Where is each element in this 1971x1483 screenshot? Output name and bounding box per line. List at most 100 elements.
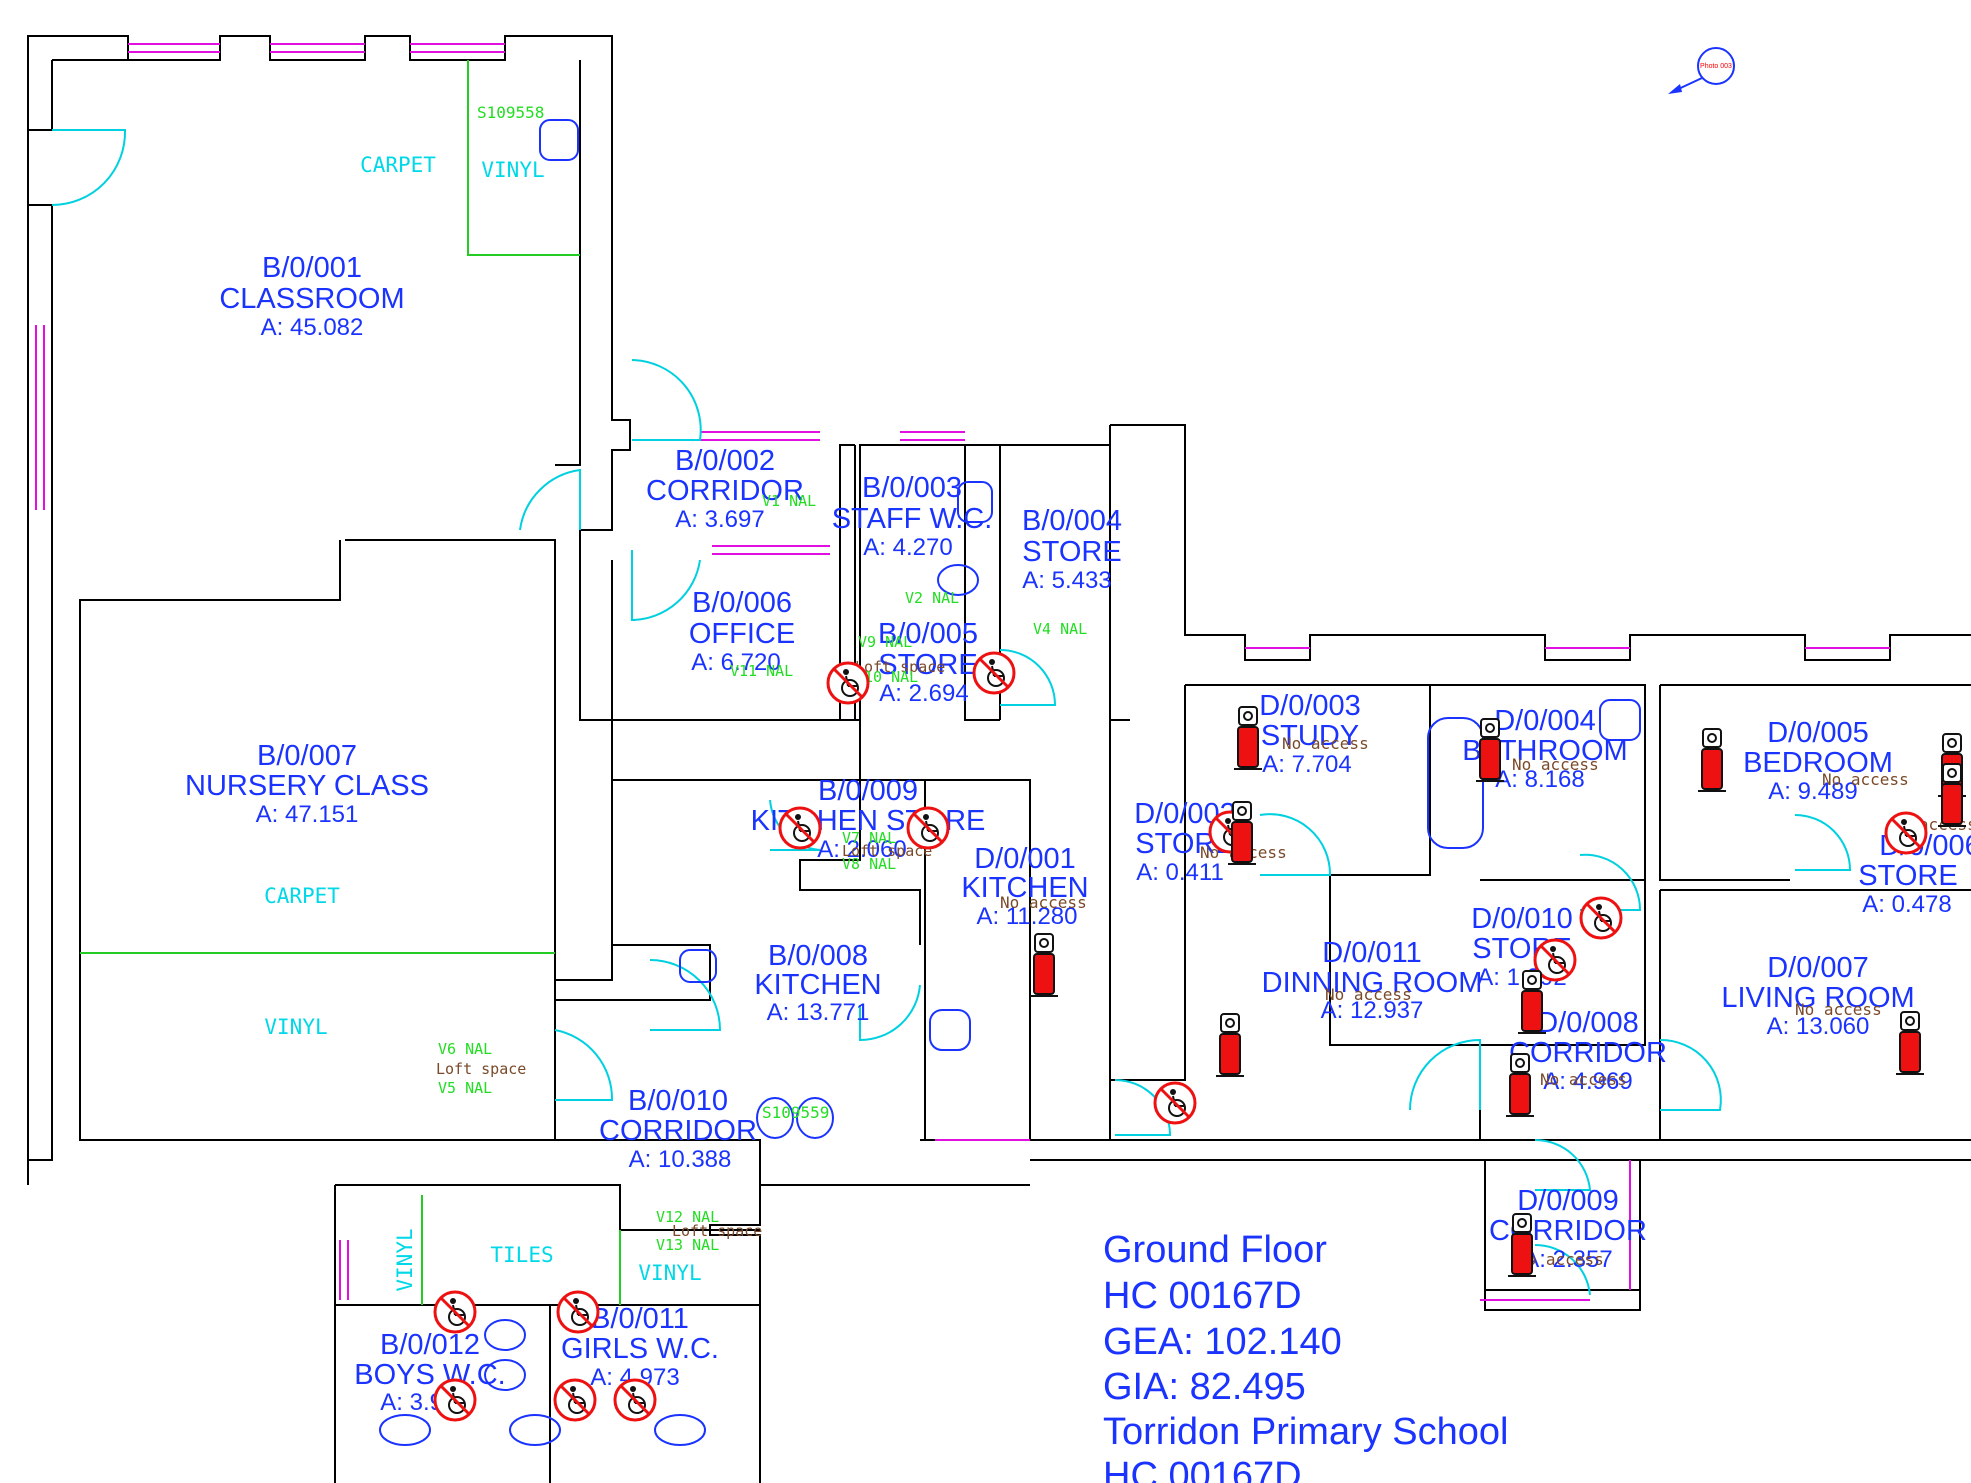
room-id: B/0/002 <box>675 445 775 477</box>
room-id: B/0/011 <box>591 1303 689 1335</box>
room-area: A: 4.270 <box>863 534 952 561</box>
room-name: GIRLS W.C. <box>561 1333 719 1365</box>
room-name: STORE <box>878 649 977 681</box>
note-loft-space: Loft space <box>855 658 945 676</box>
wheelchair-icon <box>433 1290 477 1334</box>
note-loft-space: Loft space <box>436 1060 526 1078</box>
fire-extinguisher-icon <box>1476 718 1504 782</box>
room-area: A: 10.388 <box>629 1146 732 1173</box>
fire-extinguisher-icon <box>1228 801 1256 865</box>
room-name: CLASSROOM <box>219 283 404 315</box>
accessibility-symbols <box>433 651 1928 1422</box>
note-v8: V8 NAL <box>842 855 896 873</box>
fire-extinguisher-icon <box>1508 1213 1536 1277</box>
room-area: A: 0.411 <box>1136 859 1224 886</box>
room-d-0-007[interactable]: D/0/007 LIVING ROOM A: 13.060 <box>1721 952 1914 1040</box>
note-v12: V12 NAL <box>656 1208 719 1226</box>
note-v1: V1 NAL <box>762 492 816 510</box>
camera-icon <box>1697 47 1735 85</box>
room-name: STORE <box>1022 536 1121 568</box>
room-area: A: 7.704 <box>1262 751 1351 778</box>
wheelchair-icon <box>613 1378 657 1422</box>
room-area: A: 13.771 <box>767 999 870 1026</box>
note-v2: V2 NAL <box>905 589 959 607</box>
fixtures <box>379 119 1641 1446</box>
room-id: B/0/008 <box>768 940 868 972</box>
room-d-0-003[interactable]: D/0/003 STUDY A: 7.704 <box>1259 690 1361 778</box>
room-b-0-007[interactable]: B/0/007 NURSERY CLASS A: 47.151 <box>185 740 429 828</box>
room-id: D/0/003 <box>1259 690 1361 722</box>
note-loft-space: Loft space <box>842 842 932 860</box>
room-area: A: 3.697 <box>675 506 764 533</box>
room-id: D/0/001 <box>974 843 1076 875</box>
floor-title: Ground Floor <box>1103 1229 1327 1271</box>
room-area: A: 6.720 <box>691 649 780 676</box>
room-d-0-005[interactable]: D/0/005 BEDROOM A: 9.489 <box>1743 717 1893 805</box>
room-area: A: 47.151 <box>256 801 359 828</box>
no-access-note: No access <box>1325 985 1412 1004</box>
gea-value: GEA: 102.140 <box>1103 1321 1342 1363</box>
room-id: B/0/010 <box>628 1085 728 1117</box>
room-b-0-008[interactable]: B/0/008 KITCHEN A: 13.771 <box>754 940 881 1026</box>
note-loft-space: Loft space <box>672 1222 762 1240</box>
room-id: B/0/006 <box>692 587 792 619</box>
note-v5: V5 NAL <box>438 1079 492 1097</box>
room-area: A: 11.280 <box>977 903 1078 930</box>
room-b-0-010[interactable]: B/0/010 CORRIDOR A: 10.388 <box>599 1085 757 1173</box>
room-d-0-001[interactable]: D/0/001 KITCHEN A: 11.280 <box>961 843 1088 930</box>
room-area: A: 8.168 <box>1495 766 1584 793</box>
no-access-note: No access <box>1282 734 1369 753</box>
room-b-0-002[interactable]: B/0/002 CORRIDOR A: 3.697 <box>646 445 804 533</box>
room-name: CORRIDOR <box>646 475 804 507</box>
photo-label: Photo 003 <box>1700 63 1732 70</box>
room-area: A: 9.489 <box>1768 778 1857 805</box>
room-b-0-005[interactable]: B/0/005 STORE A: 2.694 <box>878 618 978 707</box>
room-id: D/0/005 <box>1767 717 1869 749</box>
room-name: STUDY <box>1261 720 1359 752</box>
windows <box>35 43 1890 1301</box>
room-b-0-012[interactable]: B/0/012 BOYS W.C. A: 3.968 <box>354 1329 505 1416</box>
room-name: BEDROOM <box>1743 747 1893 779</box>
room-area: A: 12.937 <box>1321 997 1424 1024</box>
fire-extinguisher-icon <box>1698 728 1726 792</box>
wheelchair-icon <box>906 806 950 850</box>
room-id: D/0/004 <box>1494 705 1596 737</box>
room-area: A: 5.433 <box>1022 567 1111 594</box>
fire-extinguisher-icon <box>1506 1053 1534 1117</box>
wheelchair-icon <box>826 661 870 705</box>
room-name: CORRIDOR <box>1509 1037 1667 1069</box>
vinyl-label: VINYL <box>393 1228 417 1291</box>
room-area: A: 13.060 <box>1767 1013 1870 1040</box>
fire-extinguisher-icon <box>1938 763 1966 827</box>
room-d-0-011[interactable]: D/0/011 DINNING ROOM A: 12.937 <box>1262 937 1483 1024</box>
room-b-0-004[interactable]: B/0/004 STORE A: 5.433 <box>1022 505 1122 594</box>
floor-zones <box>80 60 621 1305</box>
room-b-0-003[interactable]: B/0/003 STAFF W.C. A: 4.270 <box>832 472 993 561</box>
no-access-note: No access <box>1000 893 1087 912</box>
room-id: D/0/008 <box>1537 1007 1639 1039</box>
room-name: BOYS W.C. <box>354 1359 505 1391</box>
room-id: B/0/012 <box>380 1329 480 1361</box>
vinyl-label: VINYL <box>264 1015 327 1039</box>
doors <box>51 129 1852 1296</box>
wheelchair-icon <box>1153 1081 1197 1125</box>
room-d-0-006[interactable]: D/0/006 STORE A: 0.478 <box>1858 830 1971 918</box>
room-b-0-006[interactable]: B/0/006 OFFICE A: 6.720 <box>689 587 795 676</box>
fire-extinguisher-icon <box>1234 706 1262 770</box>
room-name: OFFICE <box>689 618 795 650</box>
room-id: B/0/007 <box>257 740 357 772</box>
note-v11: V11 NAL <box>730 662 793 680</box>
tiles-label: TILES <box>490 1243 553 1267</box>
room-area: A: 2.694 <box>879 680 968 707</box>
room-name: CORRIDOR <box>599 1115 757 1147</box>
no-access-note: No access <box>1517 1250 1604 1269</box>
wheelchair-icon <box>556 1290 600 1334</box>
room-b-0-011[interactable]: B/0/011 GIRLS W.C. A: 4.973 <box>561 1303 719 1391</box>
room-id: B/0/005 <box>878 618 978 650</box>
room-b-0-001[interactable]: B/0/001 CLASSROOM A: 45.082 <box>219 252 404 341</box>
room-d-0-008[interactable]: D/0/008 CORRIDOR A: 4.969 <box>1509 1007 1667 1095</box>
room-id: D/0/011 <box>1322 937 1421 969</box>
photo-marker[interactable]: Photo 003 <box>1668 47 1735 94</box>
no-access-note: No access <box>1540 1070 1627 1089</box>
room-area: A: 4.969 <box>1543 1068 1632 1095</box>
